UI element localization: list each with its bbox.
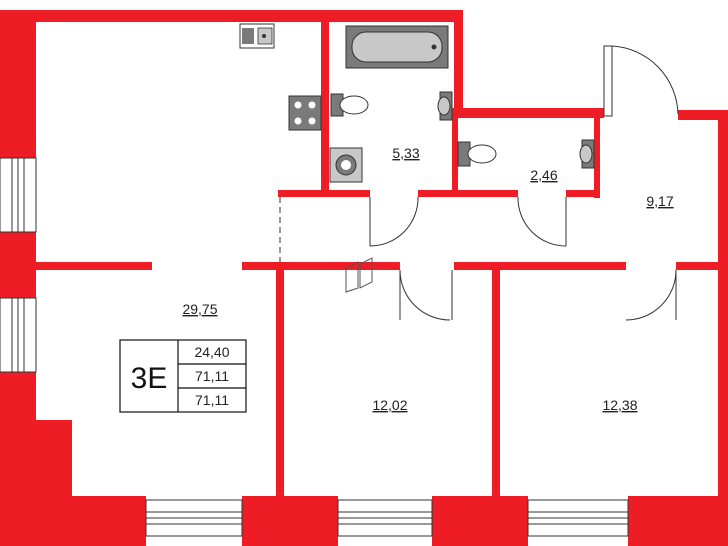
toilet-icon-bath (330, 93, 369, 117)
door-bedroom-right (625, 269, 677, 321)
window-left-lower (0, 297, 37, 373)
window-bottom-1 (145, 499, 243, 537)
windows (0, 157, 629, 537)
legend-area-with-balcony: 71,11 (195, 392, 229, 408)
doors (279, 45, 679, 321)
window-bottom-3 (527, 499, 629, 537)
door-bedroom-left (399, 269, 453, 321)
door-wc (517, 196, 567, 247)
door-entrance (603, 45, 679, 117)
room-area-bedroom-left: 12,02 (372, 397, 407, 413)
sink-icon (239, 23, 275, 49)
legend-living-area: 24,40 (194, 344, 229, 360)
washbasin-icon-wc (579, 139, 595, 169)
bathtub-icon (345, 25, 449, 69)
door-bath (369, 196, 419, 247)
apartment-type-code: 3E (131, 362, 168, 395)
room-area-wc: 2,46 (530, 167, 557, 183)
window-left-upper (0, 157, 37, 233)
room-area-living: 29,75 (182, 301, 217, 317)
room-labels: 29,75 5,33 2,46 9,17 12,02 12,38 (182, 145, 673, 413)
room-area-hall: 9,17 (646, 193, 673, 209)
room-area-bath: 5,33 (392, 145, 419, 161)
room-area-bedroom-right: 12,38 (602, 397, 637, 413)
window-bottom-2 (337, 499, 433, 537)
washbasin-icon-bath (437, 91, 453, 121)
stove-icon (288, 95, 322, 131)
walls (0, 10, 728, 546)
apartment-legend: 3E 24,40 71,11 71,11 (119, 339, 247, 413)
toilet-icon-wc (457, 141, 497, 167)
washing-machine-icon (329, 147, 363, 183)
panel-icon (345, 257, 373, 293)
legend-total-area: 71,11 (195, 368, 229, 384)
